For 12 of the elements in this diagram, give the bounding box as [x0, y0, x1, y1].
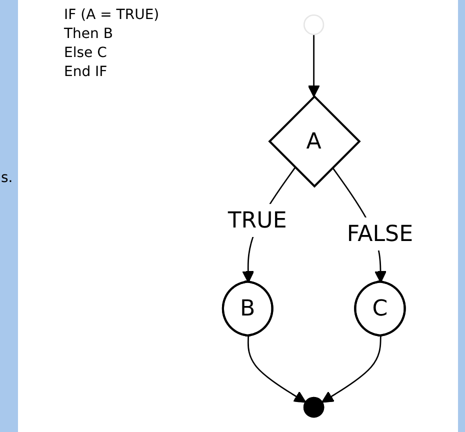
arrow: [321, 336, 382, 403]
pseudocode-line: End IF: [64, 63, 108, 82]
text-fragment: s.: [1, 170, 13, 186]
arrow: [308, 34, 320, 98]
node-diamond: A: [268, 95, 361, 188]
edge-label: TRUE: [228, 206, 287, 233]
edge-label: FALSE: [346, 220, 414, 246]
pseudocode-line: Then B: [64, 25, 114, 44]
pseudocode-line: Else C: [64, 44, 108, 63]
arrow: [248, 336, 306, 403]
pseudocode-line: IF (A = TRUE): [64, 6, 160, 25]
node-circle: [303, 14, 324, 36]
